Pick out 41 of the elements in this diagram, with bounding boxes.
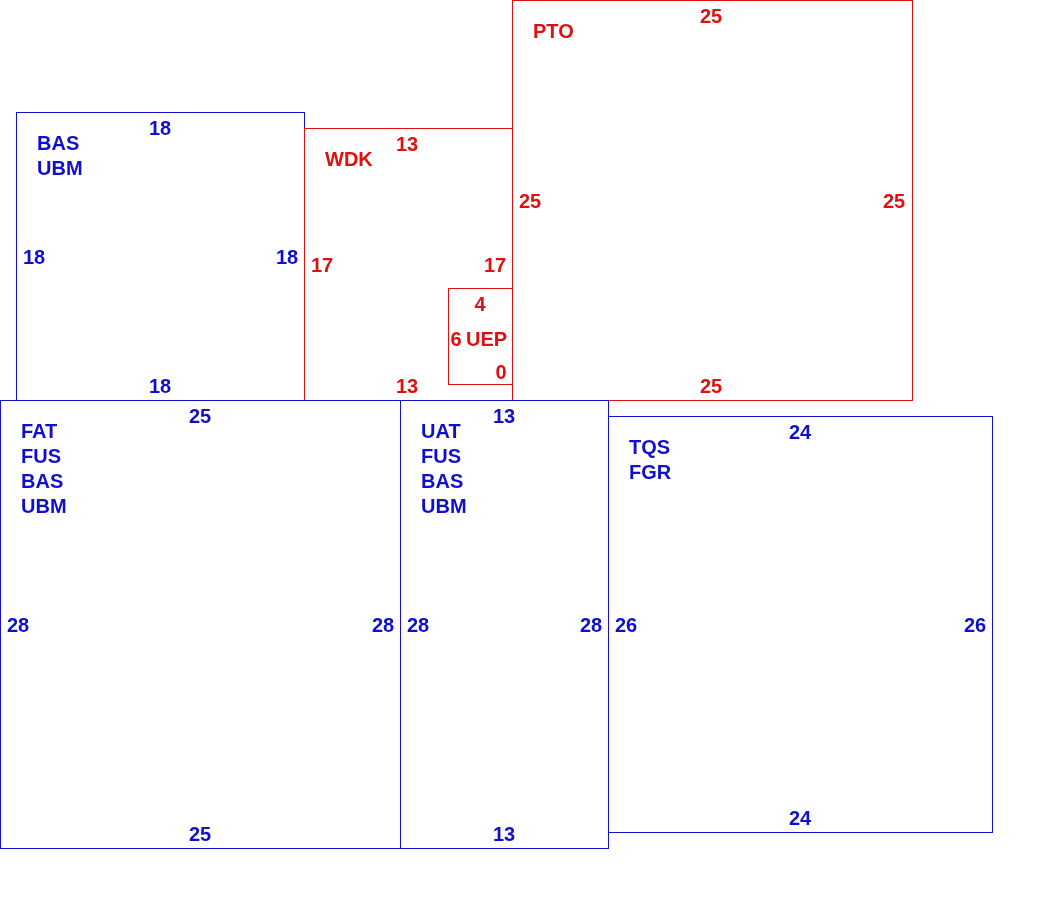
room-outline	[608, 416, 993, 833]
dimension-label: 25	[188, 405, 212, 427]
dimension-label: 17	[483, 254, 507, 276]
dimension-label: 13	[395, 133, 419, 155]
dimension-label: 18	[22, 246, 46, 268]
dimension-label: 28	[579, 614, 603, 636]
dimension-label: 4	[474, 293, 486, 315]
room-label: BAS UBM	[37, 131, 83, 181]
room-outline	[304, 128, 513, 401]
room-label: UAT FUS BAS UBM	[421, 419, 467, 519]
dimension-label: 6	[450, 328, 462, 350]
dimension-label: 0	[495, 361, 507, 383]
room-label: WDK	[325, 147, 373, 172]
room-outline	[400, 400, 609, 849]
room-outline	[512, 0, 913, 401]
dimension-label: 18	[148, 375, 172, 397]
dimension-label: 26	[614, 614, 638, 636]
room-label: TQS FGR	[629, 435, 672, 485]
dimension-label: 25	[882, 190, 906, 212]
dimension-label: 17	[310, 254, 334, 276]
dimension-label: 26	[963, 614, 987, 636]
dimension-label: 28	[371, 614, 395, 636]
room-label: PTO	[533, 19, 574, 44]
room-label: FAT FUS BAS UBM	[21, 419, 67, 519]
dimension-label: 25	[188, 823, 212, 845]
dimension-label: 25	[699, 375, 723, 397]
dimension-label: 13	[395, 375, 419, 397]
dimension-label: 13	[492, 405, 516, 427]
dimension-label: 28	[406, 614, 430, 636]
dimension-label: 13	[492, 823, 516, 845]
room-outline	[16, 112, 305, 401]
dimension-label: 18	[148, 117, 172, 139]
dimension-label: 28	[6, 614, 30, 636]
room-outline	[0, 400, 401, 849]
dimension-label: 18	[275, 246, 299, 268]
room-outline	[448, 288, 513, 385]
dimension-label: 25	[699, 5, 723, 27]
dimension-label: 24	[788, 807, 812, 829]
dimension-label: 25	[518, 190, 542, 212]
room-label: UEP	[466, 327, 508, 352]
dimension-label: 24	[788, 421, 812, 443]
